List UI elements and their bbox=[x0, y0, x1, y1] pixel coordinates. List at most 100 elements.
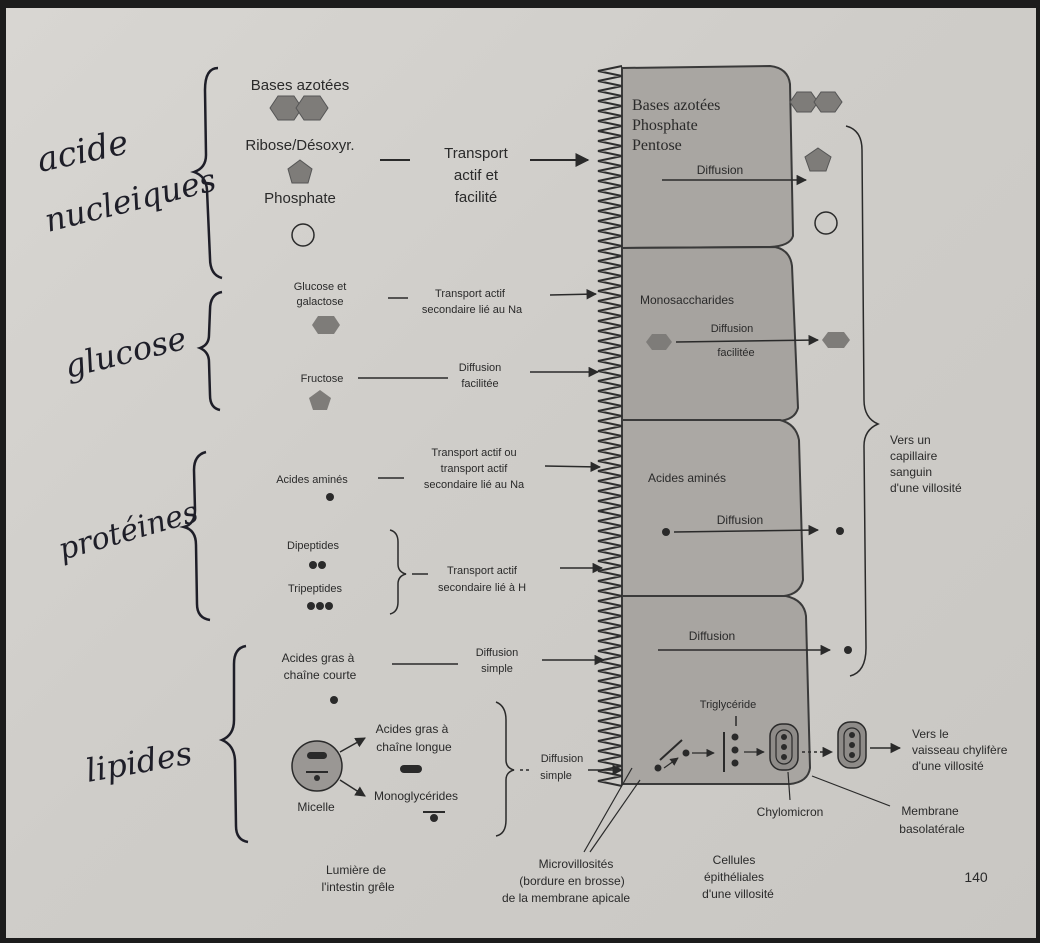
right-chylomicron: Chylomicron bbox=[757, 805, 824, 819]
handwritten-proteines: protéines bbox=[55, 494, 203, 567]
micelle-arrow-up bbox=[339, 737, 366, 753]
epithelial-cell-3 bbox=[621, 419, 805, 597]
dot-icon bbox=[844, 646, 852, 654]
pentagon-icon bbox=[309, 390, 331, 410]
dot-icon bbox=[662, 528, 670, 536]
handwritten-acide: acide bbox=[34, 123, 132, 181]
bottom-labels: Microvillosités (bordure en brosse) de l… bbox=[502, 767, 988, 905]
transport-agc-2: simple bbox=[481, 663, 513, 675]
label-ag-longue-1: Acides gras à bbox=[376, 722, 449, 736]
microvilli-brush-border bbox=[597, 65, 623, 787]
label-dipeptides: Dipeptides bbox=[287, 540, 339, 552]
label-acides-amines: Acides aminés bbox=[276, 474, 348, 486]
hexagon-pair-icon bbox=[789, 91, 843, 113]
label-lumiere-1: Lumière de bbox=[326, 863, 386, 877]
cell-aa: Acides aminés bbox=[648, 471, 726, 485]
bracket-capillaire bbox=[845, 125, 880, 677]
hexagon-icon bbox=[312, 316, 340, 334]
transport-pep-1: Transport actif bbox=[447, 565, 518, 577]
hexagon-icon bbox=[646, 334, 672, 350]
cell-triglyceride: Triglycéride bbox=[700, 699, 756, 711]
pentagon-icon bbox=[804, 147, 832, 172]
transport-fru-1: Diffusion bbox=[459, 362, 502, 374]
label-micelle: Micelle bbox=[297, 800, 335, 814]
transport-pep-2: secondaire lié à H bbox=[438, 582, 526, 594]
cell-mono: Monosaccharides bbox=[640, 293, 734, 307]
cell-nuc-2: Phosphate bbox=[632, 117, 698, 134]
transport-mechanisms: Transport actif et facilité Transport ac… bbox=[358, 145, 624, 837]
label-tripeptides: Tripeptides bbox=[288, 583, 343, 595]
blood-side: Vers un capillaire sanguin d'une villosi… bbox=[757, 91, 1008, 836]
micelle-arrow-down bbox=[339, 779, 366, 797]
transport-agc-1: Diffusion bbox=[476, 647, 519, 659]
bottom-cell-2: épithéliales bbox=[704, 870, 764, 884]
cell-aa-diff: Diffusion bbox=[717, 513, 763, 527]
transport-aa-1: Transport actif ou bbox=[431, 447, 516, 459]
label-glucose-1: Glucose et bbox=[294, 281, 347, 293]
right-membrane-2: basolatérale bbox=[899, 822, 965, 836]
transport-nuc-2: actif et bbox=[454, 167, 499, 184]
transport-agl-1: Diffusion bbox=[541, 753, 584, 765]
cell-mono-diff-2: facilitée bbox=[717, 347, 754, 359]
bottom-cell-3: d'une villosité bbox=[702, 887, 774, 901]
arrow-aa bbox=[544, 461, 602, 473]
dot-icon bbox=[326, 493, 334, 501]
circle-icon bbox=[814, 211, 838, 235]
label-ag-courte-1: Acides gras à bbox=[282, 651, 355, 665]
transport-agl-2: simple bbox=[540, 770, 572, 782]
label-phosphate: Phosphate bbox=[264, 190, 336, 207]
label-ag-courte-2: chaîne courte bbox=[284, 668, 357, 682]
label-lumiere-2: l'intestin grêle bbox=[322, 880, 395, 894]
transport-nuc-3: facilité bbox=[455, 189, 498, 206]
cell-nuc-diff: Diffusion bbox=[697, 163, 743, 177]
label-bases-azotees: Bases azotées bbox=[251, 77, 349, 94]
right-lymph-2: vaisseau chylifère bbox=[912, 743, 1008, 757]
hexagon-icon bbox=[822, 332, 850, 348]
arrow-glu bbox=[549, 288, 598, 300]
bracket-lipids bbox=[495, 701, 515, 837]
right-capillaire-3: sanguin bbox=[890, 465, 932, 479]
cell-mono-diff-1: Diffusion bbox=[711, 323, 754, 335]
micelle-icon bbox=[291, 740, 343, 792]
handwritten-braces bbox=[179, 66, 249, 844]
dipeptide-dots-icon bbox=[309, 561, 326, 569]
right-capillaire-1: Vers un bbox=[890, 433, 931, 447]
bottom-micro-3: de la membrane apicale bbox=[502, 891, 630, 905]
label-ribose: Ribose/Désoxyr. bbox=[245, 137, 354, 154]
monoglyceride-icon bbox=[423, 811, 445, 822]
epithelial-cell-4 bbox=[621, 595, 812, 785]
chylomicron-icon bbox=[837, 721, 867, 769]
dot-icon bbox=[836, 527, 844, 535]
page-number: 140 bbox=[964, 869, 988, 885]
right-lymph-3: d'une villosité bbox=[912, 759, 984, 773]
bottom-cell-1: Cellules bbox=[713, 853, 756, 867]
lipid-resynthesis-icons bbox=[654, 732, 765, 772]
dot-icon bbox=[330, 696, 338, 704]
label-glucose-2: galactose bbox=[296, 296, 343, 308]
transport-glu-2: secondaire lié au Na bbox=[422, 304, 523, 316]
intracellular-labels: Bases azotées Phosphate Pentose Diffusio… bbox=[632, 97, 834, 772]
hexagon-pair-icon bbox=[269, 95, 329, 121]
label-monoglycerides: Monoglycérides bbox=[374, 789, 458, 803]
cell-nuc-1: Bases azotées bbox=[632, 97, 720, 114]
arrow-cell-mono bbox=[675, 334, 820, 346]
tripeptide-dots-icon bbox=[307, 602, 333, 610]
right-capillaire-2: capillaire bbox=[890, 449, 938, 463]
arrow-cell-aa bbox=[673, 524, 820, 536]
cell-nuc-3: Pentose bbox=[632, 137, 682, 154]
transport-nuc-1: Transport bbox=[444, 145, 508, 162]
right-membrane-1: Membrane bbox=[901, 804, 959, 818]
handwritten-glucose: glucose bbox=[61, 319, 190, 386]
bracket-peptides bbox=[389, 529, 407, 615]
lumen-nutrients: Bases azotées Ribose/Désoxyr. Phosphate … bbox=[245, 77, 458, 894]
epithelial-cell-1 bbox=[621, 64, 795, 250]
epithelial-cells bbox=[621, 64, 812, 785]
bottom-micro-1: Microvillosités bbox=[539, 857, 614, 871]
fatty-acid-icon bbox=[400, 765, 422, 773]
transport-aa-3: secondaire lié au Na bbox=[424, 479, 525, 491]
handwritten-labels: acide nucleiques glucose protéines lipid… bbox=[34, 123, 220, 790]
transport-glu-1: Transport actif bbox=[435, 288, 506, 300]
right-capillaire-4: d'une villosité bbox=[890, 481, 962, 495]
